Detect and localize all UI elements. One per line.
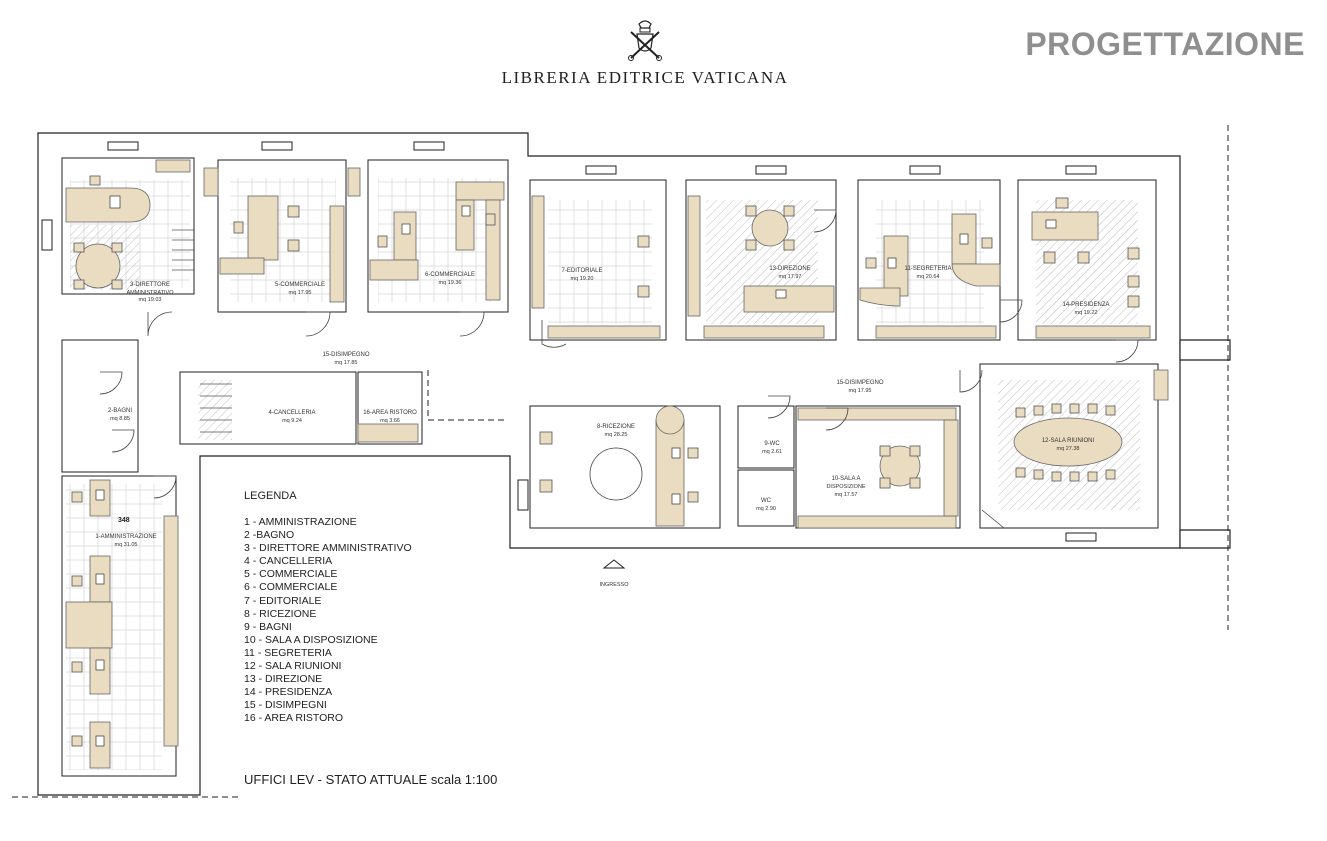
vatican-coat-of-arms-icon [628,20,662,61]
corridor-15-top [140,340,480,370]
legend-title: LEGENDA [244,490,297,502]
legend-item: 1 - AMMINISTRAZIONE [244,516,357,528]
room-label: 3-DIRETTORE [130,282,170,288]
room-area: mq 17.95 [849,388,872,394]
room-area: mq 2.90 [756,506,776,512]
drawing-caption: UFFICI LEV - STATO ATTUALE scala 1:100 [244,772,498,787]
level-mark: 348 [118,517,130,524]
legend-item: 14 - PRESIDENZA [244,686,333,699]
room-area: mq 17.57 [835,492,858,498]
legend-item: 8 - RICEZIONE [244,607,317,620]
chairs [71,175,1140,747]
room-area: mq 17.97 [779,274,802,280]
room-area: mq 9.24 [282,418,302,424]
room-area: mq 8.85 [110,416,130,422]
legend-item: 11 - SEGRETERIA [244,646,332,659]
room-label: 9-WC [764,441,780,447]
legend-item: 4 - CANCELLERIA [244,555,333,568]
stairs [172,229,232,433]
room-2 [61,339,139,473]
room-label: 12-SALA RIUNIONI [1042,438,1095,444]
brand-name: LIBRERIA EDITRICE VATICANA [501,68,789,87]
corridor-15-right [510,364,980,404]
room-labels: 3-DIRETTORE AMMINISTRATIVO mq 19.03 5-CO… [95,266,1109,548]
room-label: 2-BAGNI [108,408,132,414]
room-area: mq 3.66 [380,418,400,424]
legend-item: 3 - DIRETTORE AMMINISTRATIVO [244,542,412,555]
room-label: 1-AMMINISTRAZIONE [95,534,156,540]
room-label: 7-EDITORIALE [562,268,603,274]
room-sublabel: AMMINISTRATIVO [127,290,175,296]
room-label: 16-AREA RISTORO [363,410,417,416]
room-label: 13-DIREZIONE [769,266,810,272]
room-label: 4-CANCELLERIA [268,410,315,416]
room-label: WC [761,498,772,504]
room-area: mq 19.03 [139,297,162,303]
room-label: 14-PRESIDENZA [1062,302,1109,308]
legend-item: 15 - DISIMPEGNI [244,699,327,712]
legend-item: 12 - SALA RIUNIONI [244,660,342,673]
brand-header: LIBRERIA EDITRICE VATICANA [490,18,800,98]
room-area: mq 17.95 [289,290,312,296]
room-label: 15-DISIMPEGNO [322,352,369,358]
room-area: mq 19.36 [439,280,462,286]
room-label: 6-COMMERCIALE [425,272,475,278]
room-area: mq 19.22 [1075,310,1098,316]
legend-item: 9 - BAGNI [244,620,292,633]
room-label: 11-SEGRETERIA [905,266,952,272]
furniture [65,159,1169,769]
room-area: mq 27.38 [1057,446,1080,452]
doors [99,209,1139,529]
page-title: PROGETTAZIONE [1025,26,1305,62]
room-area: mq 28.25 [605,432,628,438]
room-area: mq 2.61 [762,449,782,455]
room-8 [529,405,721,529]
legend-item: 2 -BAGNO [244,529,295,542]
room-10 [795,405,961,529]
room-area: mq 17.85 [335,360,358,366]
entrance-label: INGRESSO [599,582,629,588]
room-area: mq 31.05 [115,542,138,548]
legend-item: 13 - DIREZIONE [244,673,323,686]
room-label: 5-COMMERCIALE [275,282,325,288]
legend-list: 1 - AMMINISTRAZIONE 2 -BAGNO 3 - DIRETTO… [244,516,412,726]
legend-item: 6 - COMMERCIALE [244,581,338,594]
room-sublabel: DISPOSIZIONE [826,484,865,490]
room-label: 8-RICEZIONE [597,424,635,430]
legend-item: 5 - COMMERCIALE [244,568,338,581]
room-interiors [61,157,1159,777]
room-area: mq 19.20 [571,276,594,282]
legend-item: 10 - SALA A DISPOSIZIONE [244,633,378,646]
entrance-marker: INGRESSO [599,559,629,588]
room-wc [737,469,795,527]
room-label: 15-DISIMPEGNO [836,380,883,386]
room-area: mq 20.64 [917,274,940,280]
room-9 [737,405,795,469]
computers [95,195,1057,747]
legend-item: 7 - EDITORIALE [244,594,322,607]
windows [41,141,1097,542]
legend-item: 16 - AREA RISTORO [244,712,344,725]
room-label: 10-SALA A [831,476,860,482]
